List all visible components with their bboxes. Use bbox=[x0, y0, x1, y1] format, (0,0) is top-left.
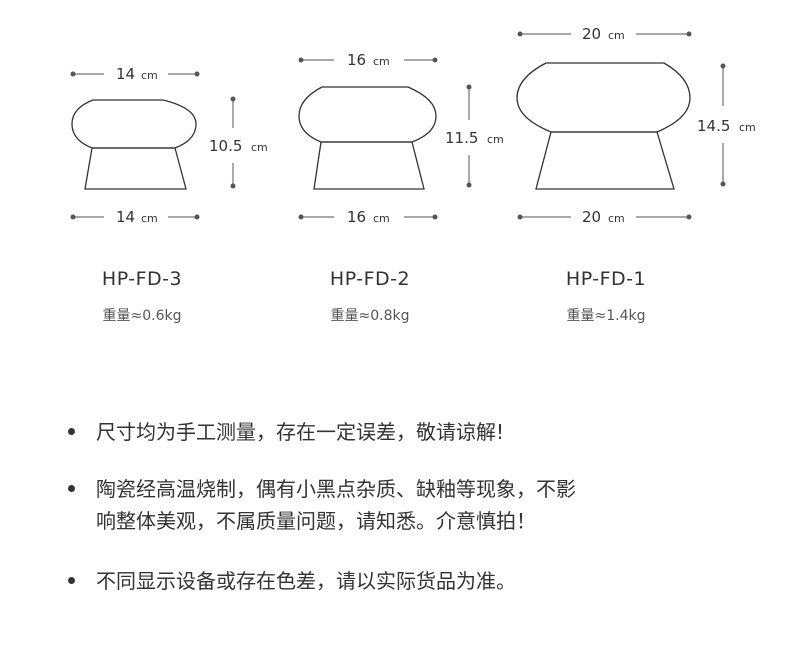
top-width-value: 16 bbox=[347, 51, 366, 69]
top-width-unit: cm bbox=[141, 69, 158, 82]
model-weight-hp-fd-2: 重量≈0.8kg bbox=[330, 308, 410, 324]
note-text: 陶瓷经高温烧制，偶有小黑点杂质、缺釉等现象，不影 bbox=[96, 477, 576, 501]
vessel-base-hp-fd-2 bbox=[313, 141, 425, 190]
top-dimension-hp-fd-2: 16 cm bbox=[298, 51, 438, 69]
note-text: 尺寸均为手工测量，存在一定误差，敬请谅解! bbox=[96, 420, 505, 444]
dim-endpoint bbox=[230, 183, 236, 189]
height-value: 14.5 bbox=[697, 117, 730, 135]
dim-endpoint bbox=[517, 214, 523, 220]
vessel-head-hp-fd-2 bbox=[298, 86, 437, 143]
note-item-measurement: 尺寸均为手工测量，存在一定误差，敬请谅解! bbox=[68, 416, 748, 448]
note-item-ceramic: 陶瓷经高温烧制，偶有小黑点杂质、缺釉等现象，不影 响整体美观，不属质量问题，请知… bbox=[68, 473, 748, 537]
note-text: 响整体美观，不属质量问题，请知悉。介意慎拍！ bbox=[96, 509, 536, 533]
dim-endpoint bbox=[686, 31, 692, 37]
bottom-width-unit: cm bbox=[373, 212, 390, 225]
bottom-dimension-hp-fd-3: 14 cm bbox=[70, 208, 200, 226]
note-item-color: 不同显示设备或存在色差，请以实际货品为准。 bbox=[68, 565, 748, 597]
dim-endpoint bbox=[432, 214, 438, 220]
height-unit: cm bbox=[251, 141, 268, 154]
bullet-icon bbox=[68, 577, 75, 584]
height-dimension-hp-fd-1: 14.5 cm bbox=[697, 63, 756, 187]
vessel-base-hp-fd-1 bbox=[535, 131, 675, 190]
dim-endpoint bbox=[466, 84, 472, 90]
bottom-width-unit: cm bbox=[608, 212, 625, 225]
model-weight-hp-fd-1: 重量≈1.4kg bbox=[566, 308, 646, 324]
bottom-width-value: 16 bbox=[347, 208, 366, 226]
dim-endpoint bbox=[720, 181, 726, 187]
top-width-value: 14 bbox=[116, 65, 135, 83]
dim-endpoint bbox=[298, 57, 304, 63]
model-weight-hp-fd-3: 重量≈0.6kg bbox=[102, 308, 182, 324]
vessel-head-hp-fd-1 bbox=[516, 62, 691, 133]
vessel-head-hp-fd-3 bbox=[71, 99, 197, 149]
model-name-hp-fd-3: HP-FD-3 bbox=[101, 268, 183, 290]
top-dimension-hp-fd-3: 14 cm bbox=[70, 65, 200, 83]
top-width-value: 20 bbox=[582, 25, 601, 43]
dim-endpoint bbox=[432, 57, 438, 63]
bottom-width-value: 14 bbox=[116, 208, 135, 226]
product-figure-hp-fd-1: 20 cm 14.5 cm 20 cm bbox=[516, 25, 756, 226]
height-unit: cm bbox=[739, 121, 756, 134]
height-dimension-hp-fd-2: 11.5 cm bbox=[445, 84, 504, 188]
size-diagram: 14 cm 10.5 cm 14 c bbox=[0, 0, 790, 240]
dim-endpoint bbox=[517, 31, 523, 37]
dim-endpoint bbox=[466, 182, 472, 188]
height-dimension-hp-fd-3: 10.5 cm bbox=[209, 96, 268, 189]
product-figure-hp-fd-3: 14 cm 10.5 cm 14 c bbox=[70, 65, 268, 226]
size-diagram-svg: 14 cm 10.5 cm 14 c bbox=[70, 25, 756, 226]
model-name-hp-fd-2: HP-FD-2 bbox=[329, 268, 411, 290]
top-width-unit: cm bbox=[373, 55, 390, 68]
dim-endpoint bbox=[194, 71, 200, 77]
vessel-base-hp-fd-3 bbox=[84, 147, 187, 190]
top-dimension-hp-fd-1: 20 cm bbox=[517, 25, 692, 43]
note-text: 不同显示设备或存在色差，请以实际货品为准。 bbox=[96, 569, 516, 593]
model-name-hp-fd-1: HP-FD-1 bbox=[565, 268, 647, 290]
dim-endpoint bbox=[70, 214, 76, 220]
dim-endpoint bbox=[230, 96, 236, 102]
bottom-dimension-hp-fd-1: 20 cm bbox=[517, 208, 692, 226]
height-unit: cm bbox=[487, 133, 504, 146]
dim-endpoint bbox=[298, 214, 304, 220]
dim-endpoint bbox=[720, 63, 726, 69]
bottom-width-value: 20 bbox=[582, 208, 601, 226]
top-width-unit: cm bbox=[608, 29, 625, 42]
height-value: 10.5 bbox=[209, 137, 242, 155]
dim-endpoint bbox=[194, 214, 200, 220]
bullet-icon bbox=[68, 485, 75, 492]
bullet-icon bbox=[68, 428, 75, 435]
bottom-width-unit: cm bbox=[141, 212, 158, 225]
dim-endpoint bbox=[686, 214, 692, 220]
height-value: 11.5 bbox=[445, 129, 478, 147]
dim-endpoint bbox=[70, 71, 76, 77]
product-figure-hp-fd-2: 16 cm 11.5 cm 16 cm bbox=[298, 51, 504, 226]
bottom-dimension-hp-fd-2: 16 cm bbox=[298, 208, 438, 226]
